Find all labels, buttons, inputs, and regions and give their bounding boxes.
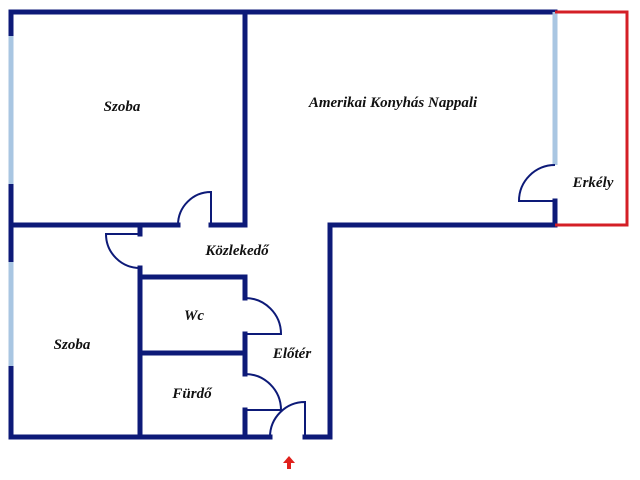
balcony-outline: [555, 10, 629, 227]
room-labels: Szoba Amerikai Konyhás Nappali Erkély Kö…: [54, 95, 614, 402]
label-nappali: Amerikai Konyhás Nappali: [308, 95, 478, 111]
balcony: [555, 10, 629, 227]
label-wc: Wc: [184, 308, 204, 324]
windows: [8, 12, 558, 366]
label-szoba-bottom: Szoba: [54, 337, 91, 353]
door-lower-bedroom: [104, 233, 141, 269]
door-balcony: [517, 164, 556, 202]
doors: [104, 164, 556, 438]
label-eloter: Előtér: [272, 346, 311, 362]
up-arrow-icon: [283, 456, 295, 469]
door-bath: [244, 373, 283, 411]
label-furdo: Fürdő: [171, 386, 213, 402]
label-szoba-top: Szoba: [104, 99, 141, 115]
walls: [8, 9, 558, 440]
label-kozlekedo: Közlekedő: [204, 243, 270, 259]
door-top-bedroom: [177, 190, 212, 226]
door-entrance: [269, 400, 306, 438]
label-erkely: Erkély: [572, 175, 614, 191]
entrance-marker: [283, 456, 295, 469]
door-wc: [244, 297, 283, 335]
